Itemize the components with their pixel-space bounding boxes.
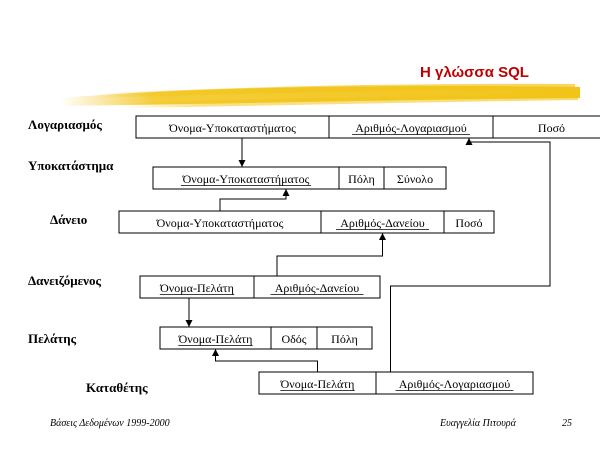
table-daneio: Όνομα-Υποκαταστήματος Αριθμός-Δανείου Ποσό — [118, 210, 495, 234]
table-box-ypokatastima — [152, 166, 447, 190]
attribute-pelatis-2: Πόλη — [331, 332, 358, 346]
arrowhead-icon — [379, 233, 386, 240]
table-logariasmos: Όνομα-Υποκαταστήματος Αριθμός-Λογαριασμού… — [135, 115, 600, 139]
attribute-katathetis-0: Όνομα-Πελάτη — [280, 377, 355, 391]
relation-label-daneio: Δάνειο — [50, 212, 88, 227]
table-box-katathetis — [258, 371, 534, 395]
attribute-daneio-2: Ποσό — [455, 216, 482, 230]
attribute-pelatis-0: Όνομα-Πελάτη — [178, 332, 253, 346]
relation-label-katathetis: Καταθέτης — [86, 380, 148, 395]
attribute-katathetis-1: Αριθμός-Λογαριασμού — [399, 377, 511, 391]
relation-label-daneizomenos: Δανειζόμενος — [28, 273, 101, 288]
attribute-daneio-0: Όνομα-Υποκαταστήματος — [156, 216, 284, 230]
relation-label-logariasmos: Λογαριασμός — [28, 117, 102, 132]
arrowhead-icon — [465, 138, 473, 145]
attribute-pelatis-1: Οδός — [281, 332, 306, 346]
attribute-logariasmos-1: Αριθμός-Λογαριασμού — [355, 121, 467, 135]
attribute-daneizomenos-1: Αριθμός-Δανείου — [275, 281, 360, 295]
reference-daneizomenos-to-daneio — [276, 233, 383, 276]
attribute-logariasmos-2: Ποσό — [538, 121, 565, 135]
arrowhead-icon — [282, 189, 290, 196]
arrowhead-icon — [212, 349, 219, 356]
attribute-logariasmos-0: Όνομα-Υποκαταστήματος — [168, 121, 296, 135]
attribute-daneio-1: Αριθμός-Δανείου — [340, 216, 425, 230]
relation-label-pelatis: Πελάτης — [28, 331, 77, 346]
attribute-ypokatastima-1: Πόλη — [348, 172, 375, 186]
slide-title: Η γλώσσα SQL — [420, 64, 529, 81]
table-ypokatastima: Όνομα-Υποκαταστήματος Πόλη Σύνολο — [152, 166, 447, 190]
arrowhead-icon — [238, 160, 246, 167]
reference-katathetis-to-pelatis — [215, 349, 318, 372]
table-box-daneizomenos — [139, 275, 381, 299]
table-box-daneio — [118, 210, 495, 234]
relation-label-ypokatastima: Υποκατάστημα — [28, 158, 114, 173]
footer-course: Βάσεις Δεδομένων 1999-2000 — [50, 418, 170, 429]
attribute-daneizomenos-0: Όνομα-Πελάτη — [159, 281, 234, 295]
reference-daneio-to-ypokatastima — [219, 189, 287, 211]
title-brush-stroke — [60, 83, 580, 108]
table-daneizomenos: Όνομα-Πελάτη Αριθμός-Δανείου — [139, 275, 381, 299]
footer-page-number: 25 — [562, 418, 572, 429]
table-katathetis: Όνομα-Πελάτη Αριθμός-Λογαριασμού — [258, 371, 534, 395]
attribute-ypokatastima-0: Όνομα-Υποκαταστήματος — [182, 172, 310, 186]
table-pelatis: Όνομα-Πελάτη Οδός Πόλη — [159, 326, 373, 350]
arrowhead-icon — [185, 320, 193, 327]
table-box-logariasmos — [135, 115, 600, 139]
table-box-pelatis — [159, 326, 373, 350]
attribute-ypokatastima-2: Σύνολο — [397, 172, 433, 186]
footer-author: Ευαγγελία Πιτουρά — [440, 418, 516, 429]
